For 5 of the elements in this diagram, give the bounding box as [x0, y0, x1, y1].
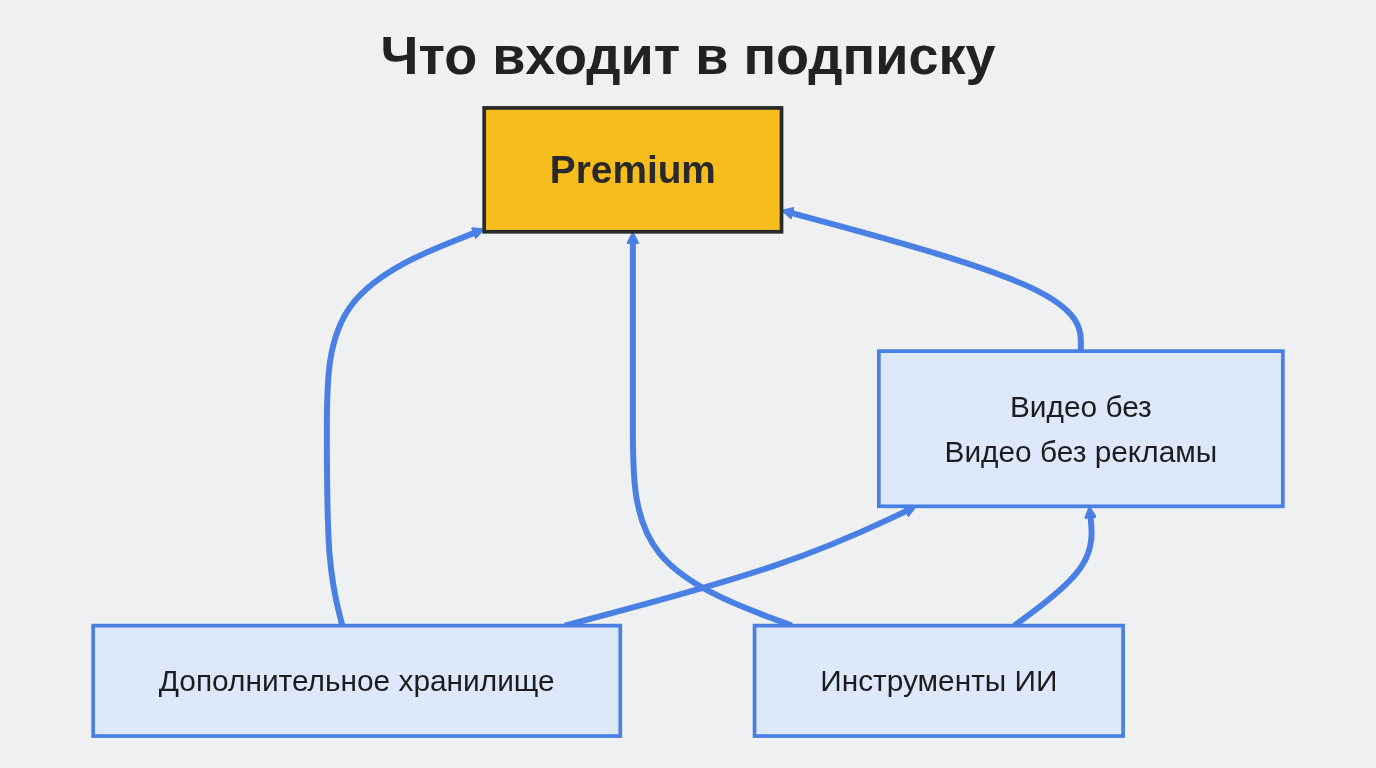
node-box: Premium [482, 106, 784, 234]
node-box: Инструменты ИИ [752, 623, 1125, 738]
diagram-title: Что входит в подписку [380, 24, 996, 86]
node-box: Видео без Видео без рекламы [877, 349, 1285, 509]
node-box: Дополнительное хранилище [91, 623, 623, 738]
